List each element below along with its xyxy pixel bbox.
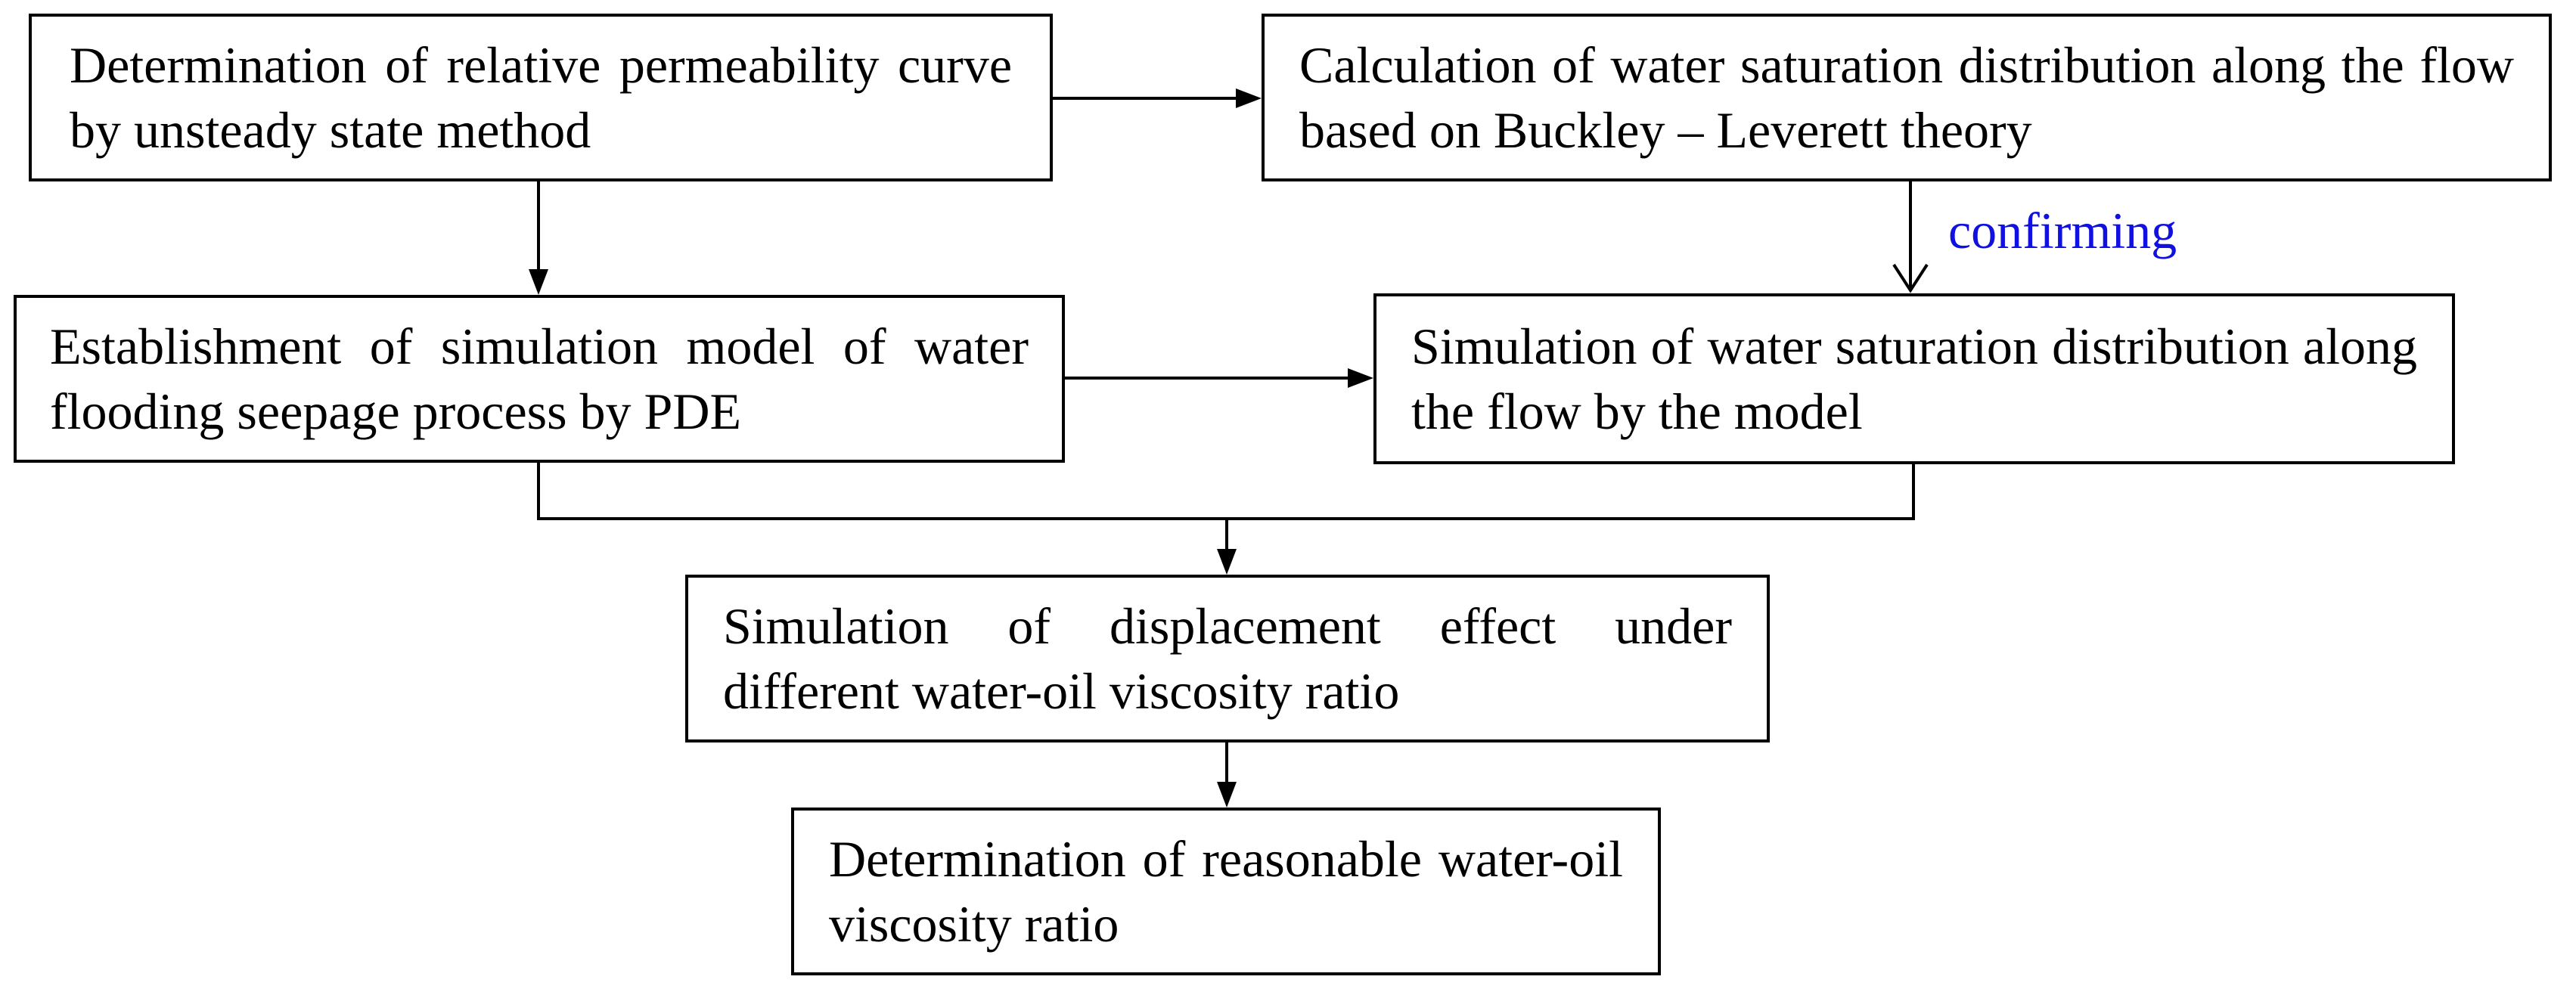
step-buckley-leverett-text: Calculation of water saturation distribu…	[1299, 36, 2514, 159]
step-simulation-model-box: Establishment of simulation model of wat…	[14, 295, 1065, 463]
arrow-b5-to-b6	[1217, 742, 1237, 808]
step-relative-permeability-text: Determination of relative permeability c…	[70, 36, 1012, 159]
step-relative-permeability-box: Determination of relative permeability c…	[29, 14, 1053, 181]
step-reasonable-ratio-text: Determination of reasonable water-oil vi…	[829, 830, 1623, 953]
step-reasonable-ratio-box: Determination of reasonable water-oil vi…	[791, 808, 1661, 975]
merge-connector-to-b5	[537, 463, 1915, 575]
step-saturation-simulation-box: Simulation of water saturation distribut…	[1373, 293, 2455, 464]
arrow-b2-to-b4-confirming	[1892, 181, 1929, 293]
confirming-label: confirming	[1948, 202, 2177, 259]
step-simulation-model-text: Establishment of simulation model of wat…	[50, 318, 1029, 440]
step-buckley-leverett-box: Calculation of water saturation distribu…	[1262, 14, 2552, 181]
step-saturation-simulation-text: Simulation of water saturation distribut…	[1411, 318, 2417, 440]
step-displacement-effect-text: Simulation of displacement effect under …	[723, 597, 1732, 720]
step-displacement-effect-box: Simulation of displacement effect under …	[685, 575, 1770, 742]
arrow-b1-to-b3	[529, 181, 548, 295]
arrow-b1-to-b2	[1053, 88, 1262, 108]
arrow-b3-to-b4	[1065, 368, 1373, 388]
